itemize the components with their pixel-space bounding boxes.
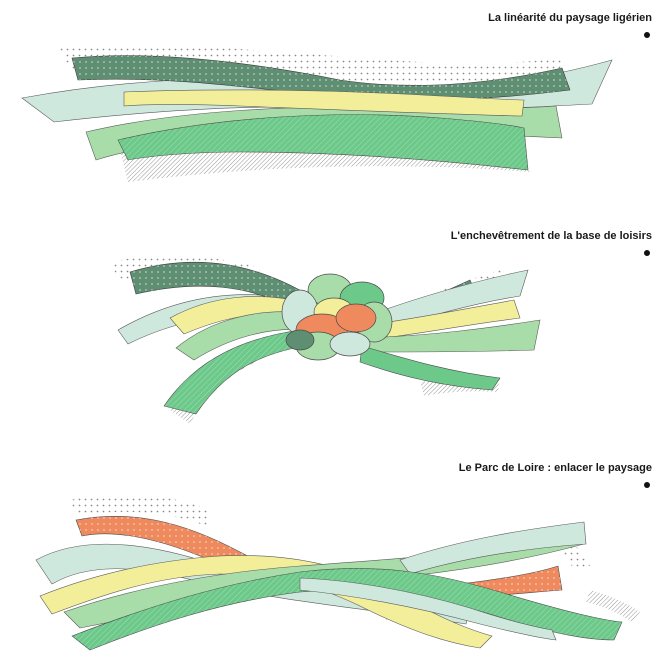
panel-3-illustration [36,495,640,650]
panel-2-illustration [112,255,540,424]
panel-1-illustration [22,45,612,182]
